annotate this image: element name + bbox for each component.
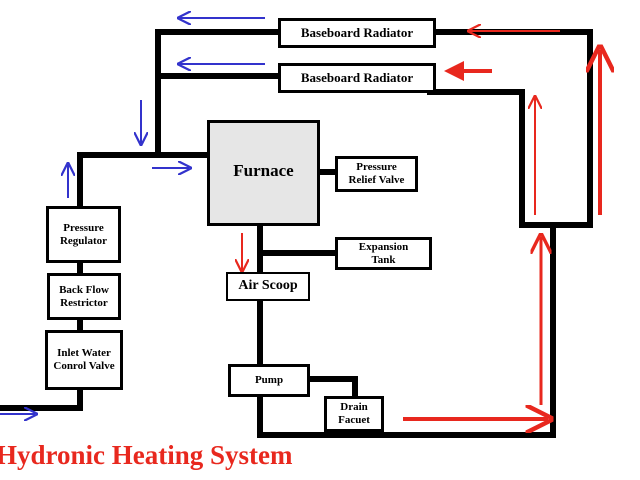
baseboard-radiator-top: Baseboard Radiator (278, 18, 436, 48)
pump: Pump (228, 364, 310, 397)
drain-faucet-line2: Facuet (338, 414, 370, 426)
return-pipe-top (155, 29, 281, 158)
main-return-pipe (77, 152, 210, 211)
back-flow-restrictor-line2: Restrictor (60, 296, 108, 309)
baseboard-radiator-bottom-label: Baseboard Radiator (300, 69, 414, 85)
inlet-pipe (0, 385, 83, 411)
supply-bottom (257, 222, 556, 438)
pressure-regulator-line2: Regulator (59, 234, 108, 247)
furnace-label: Furnace (233, 161, 294, 180)
inlet-water-control-valve: Inlet Water Conrol Valve (45, 330, 123, 390)
back-flow-restrictor: Back Flow Restrictor (47, 273, 121, 320)
air-scoop: Air Scoop (226, 272, 310, 301)
pressure-relief-valve: Pressure Relief Valve (335, 156, 418, 192)
furnace: Furnace (207, 120, 320, 226)
pressure-relief-valve-line2: Relief Valve (348, 174, 405, 186)
baseboard-radiator-top-label: Baseboard Radiator (300, 24, 414, 40)
baseboard-radiator-bottom: Baseboard Radiator (278, 63, 436, 93)
drain-faucet: Drain Facuet (324, 396, 384, 432)
pressure-relief-valve-line1: Pressure (356, 161, 397, 174)
drain-branch (305, 376, 358, 400)
inlet-water-control-valve-line2: Conrol Valve (53, 360, 115, 372)
pump-label: Pump (254, 374, 284, 387)
air-scoop-label: Air Scoop (238, 278, 298, 294)
diagram-title: Hydronic Heating System (0, 440, 293, 470)
expansion-tank: Expansion Tank (335, 237, 432, 270)
drain-faucet-line1: Drain (340, 401, 368, 414)
back-flow-restrictor-line1: Back Flow (59, 283, 109, 296)
inlet-water-control-valve-line1: Inlet Water (57, 347, 111, 360)
pressure-regulator-line1: Pressure (63, 221, 104, 234)
supply-pipe-top (427, 29, 593, 228)
expansion-tank-line2: Tank (371, 253, 396, 266)
pressure-regulator: Pressure Regulator (46, 206, 121, 263)
expansion-tank-line1: Expansion (358, 240, 409, 253)
